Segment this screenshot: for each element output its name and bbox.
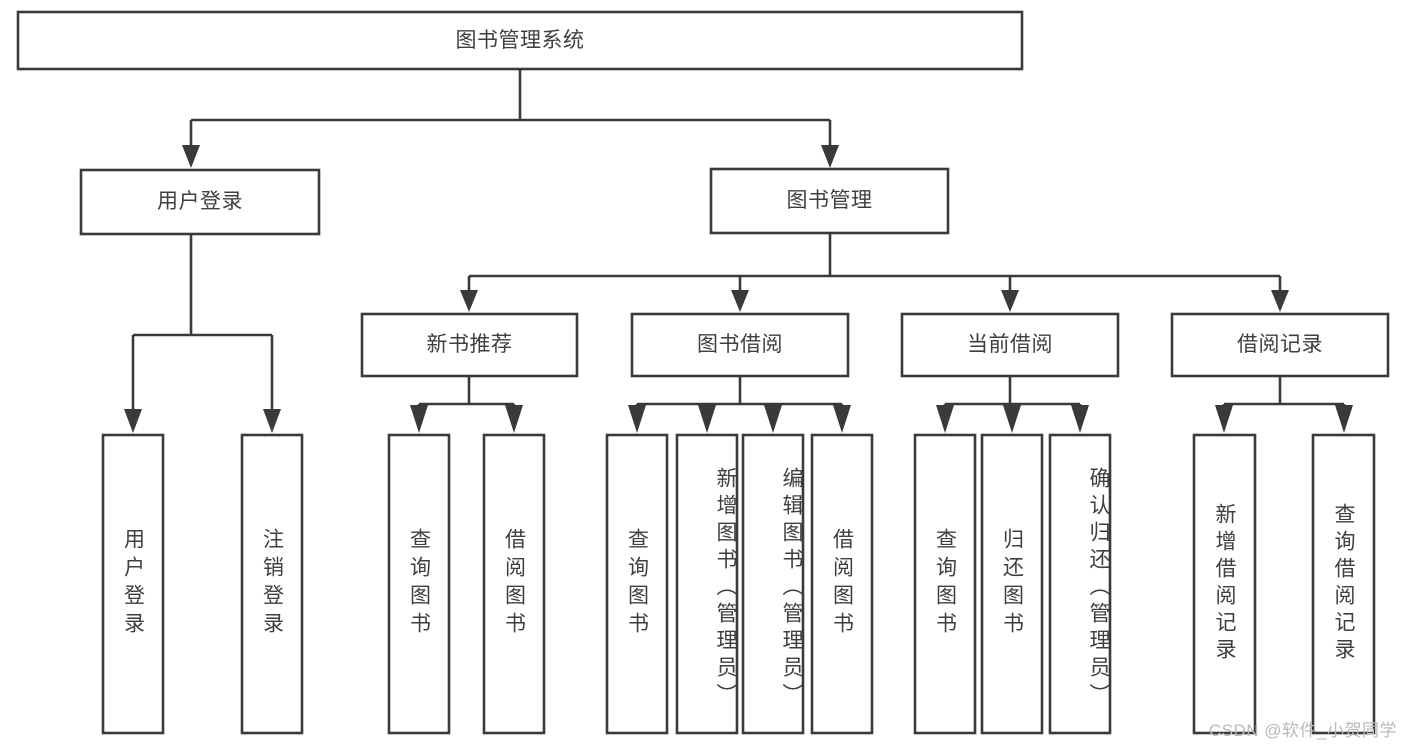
node-box-user-login[interactable] [79,168,321,236]
node-box-leaf-return-book[interactable] [980,433,1044,735]
node-box-leaf-query-book-2[interactable] [605,433,669,735]
arrow-bb-to-query-book [628,405,646,433]
arrow-user-login-to-leaf2 [263,409,281,433]
arrow-nbr-to-query-book [410,405,428,433]
node-box-leaf-edit-book-admin[interactable] [741,433,805,735]
node-box-leaf-add-borrow-record[interactable] [1192,433,1257,735]
node-boxes [16,10,1390,735]
arrow-cb-to-return-book [1003,405,1021,433]
arrow-bm-to-current-borrow [1001,290,1019,312]
arrow-cb-to-query-book [936,405,954,433]
node-box-leaf-add-book-admin[interactable] [675,433,739,735]
arrow-bm-to-new-book-recommend [460,290,478,312]
arrow-br-to-add-borrow-record [1215,405,1233,433]
connectors [124,69,1353,433]
arrow-bb-to-edit-book-admin [764,405,782,433]
arrow-nbr-to-borrow-book [505,405,523,433]
arrow-bb-to-add-book-admin [698,405,716,433]
node-box-leaf-confirm-return-admin[interactable] [1048,433,1112,735]
node-box-book-borrow[interactable] [630,312,850,378]
node-box-leaf-user-login[interactable] [101,433,165,735]
node-box-book-manage[interactable] [709,167,950,235]
node-box-borrow-record[interactable] [1170,312,1390,378]
node-box-leaf-query-book-3[interactable] [913,433,977,735]
node-box-leaf-borrow-book-2[interactable] [810,433,874,735]
node-box-root[interactable] [16,10,1024,71]
arrow-user-login-to-leaf1 [124,409,142,433]
arrow-bm-to-borrow-record [1271,290,1289,312]
node-box-leaf-query-borrow-record[interactable] [1311,433,1376,735]
arrow-br-to-query-borrow-record [1335,405,1353,433]
arrow-root-to-user-login [182,145,200,168]
csdn-watermark: CSDN @软件_小贺同学 [1208,721,1397,740]
node-box-leaf-borrow-book-1[interactable] [482,433,546,735]
arrow-cb-to-confirm-return-admin [1071,405,1089,433]
arrow-bm-to-book-borrow [731,290,749,312]
node-box-new-book-recommend[interactable] [360,312,579,378]
arrow-bb-to-borrow-book [833,405,851,433]
node-box-leaf-logout-login[interactable] [240,433,304,735]
node-box-leaf-query-book-1[interactable] [387,433,451,735]
arrow-root-to-book-manage [821,145,839,168]
node-box-current-borrow[interactable] [900,312,1120,378]
